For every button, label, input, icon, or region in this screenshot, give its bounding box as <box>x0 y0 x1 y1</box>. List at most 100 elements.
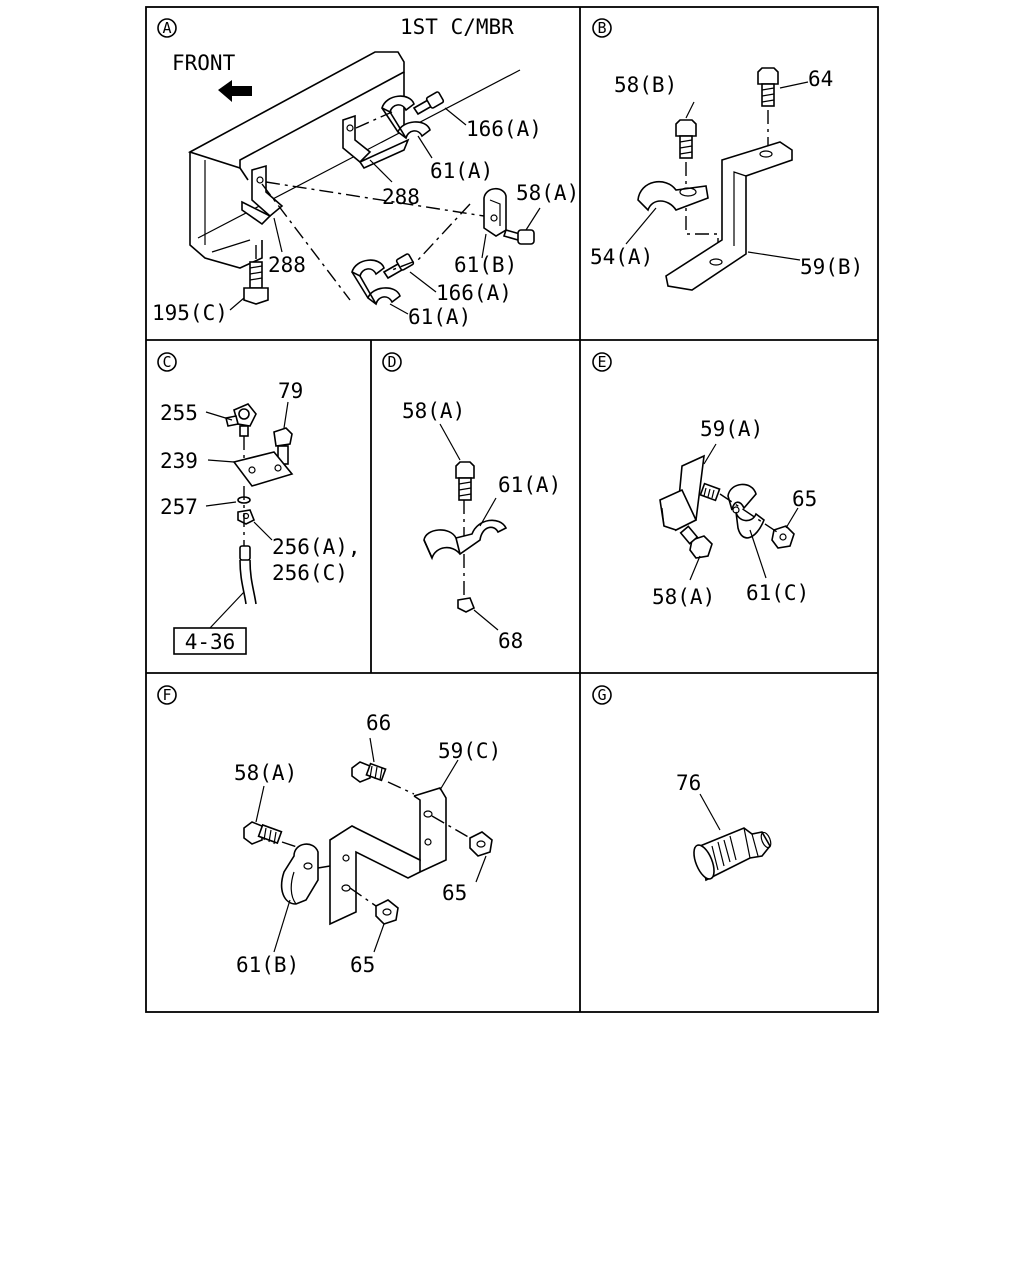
label-58b: 58(B) <box>614 73 677 97</box>
bolt-195c <box>243 261 269 305</box>
panel-c: C <box>157 352 361 655</box>
axis-e <box>719 493 781 535</box>
clip-61b <box>483 187 507 237</box>
leader-58a-e <box>689 555 701 581</box>
label-257: 257 <box>160 495 198 519</box>
label-64: 64 <box>808 67 833 91</box>
bracket-59a <box>659 454 705 532</box>
clip-61b-panel-f <box>280 843 319 905</box>
label-58a-a: 58(A) <box>516 181 579 205</box>
nut-65-f-lower <box>375 899 399 925</box>
axis-a-3 <box>391 203 471 271</box>
label-58a-f: 58(A) <box>234 761 297 785</box>
leader-58b <box>685 101 695 119</box>
leader-65-f-2 <box>373 923 385 953</box>
axis-61b-f <box>317 865 331 869</box>
leader-66 <box>369 737 375 763</box>
label-59b: 59(B) <box>800 255 863 279</box>
label-66: 66 <box>366 711 391 735</box>
label-79: 79 <box>278 379 303 403</box>
panel-a: A 1ST C/MBR FRONT <box>152 15 579 329</box>
axis-a-2 <box>265 181 485 217</box>
panel-a-letter: A <box>162 19 171 37</box>
leader-255 <box>205 411 233 421</box>
bolt-58a-panel-f <box>243 821 283 845</box>
bracket-59c <box>329 787 447 926</box>
bolt-58a-panel-e-lower <box>679 525 713 559</box>
label-61b-a: 61(B) <box>454 253 517 277</box>
hose-end <box>239 545 257 605</box>
clamp-61a-panel-d <box>423 519 508 561</box>
ref-box <box>173 627 247 655</box>
nut-256 <box>237 509 256 525</box>
leader-61a-d <box>479 497 497 527</box>
bracket-288-lower <box>241 164 284 226</box>
panel-c-letter: C <box>162 353 171 371</box>
fitting-76 <box>693 827 772 882</box>
axis-a-4 <box>355 111 393 129</box>
leader-58a-a <box>525 207 541 231</box>
label-288-2: 288 <box>268 253 306 277</box>
axis-65-f-1 <box>431 815 471 839</box>
leader-58a-f <box>255 785 265 823</box>
label-58a-d: 58(A) <box>402 399 465 423</box>
panel-d-marker <box>382 352 402 372</box>
panel-a-marker <box>157 18 177 38</box>
leader-64 <box>779 81 809 89</box>
leader-195c <box>229 297 245 311</box>
bracket-288-upper <box>342 114 410 170</box>
leader-59c <box>439 759 459 791</box>
clamp-54a <box>637 180 709 212</box>
bolt-58b <box>675 119 697 159</box>
leader-166a-1 <box>444 107 467 126</box>
panel-b: B 58(B) 64 54(A) 59(B) <box>590 18 863 291</box>
leader-61b-f <box>273 899 291 953</box>
axis-58a-f <box>281 841 301 849</box>
leader-4-36 <box>209 591 245 629</box>
bolt-66 <box>351 761 387 783</box>
leader-61c <box>749 529 767 579</box>
panel-c-marker <box>157 352 177 372</box>
panel-g-marker <box>592 685 612 705</box>
label-288-1: 288 <box>382 185 420 209</box>
label-239: 239 <box>160 449 198 473</box>
panel-f-marker <box>157 685 177 705</box>
panel-f: F <box>157 685 501 977</box>
label-166a-1: 166(A) <box>466 117 542 141</box>
front-arrow-icon <box>218 80 252 102</box>
leader-288-1 <box>369 159 393 183</box>
leader-65-e <box>785 507 799 529</box>
label-68: 68 <box>498 629 523 653</box>
leader-61b-a <box>481 233 487 259</box>
leader-288-2 <box>273 217 283 253</box>
label-256c: 256(C) <box>272 561 348 585</box>
label-61c: 61(C) <box>746 581 809 605</box>
panel-e-marker <box>592 352 612 372</box>
panel-b-marker <box>592 18 612 38</box>
label-256a: 256(A), <box>272 535 361 559</box>
label-65-f-2: 65 <box>350 953 375 977</box>
bolt-166a-upper <box>412 91 445 116</box>
nut-65-f-upper <box>469 831 493 857</box>
label-61b-f: 61(B) <box>236 953 299 977</box>
leader-76 <box>699 793 721 831</box>
label-61a-2: 61(A) <box>408 305 471 329</box>
plate-239 <box>232 451 294 487</box>
label-58a-e: 58(A) <box>652 585 715 609</box>
label-76: 76 <box>676 771 701 795</box>
nut-68 <box>457 597 476 613</box>
axis-a-1 <box>261 183 351 301</box>
label-166a-2: 166(A) <box>436 281 512 305</box>
fitting-255 <box>225 403 257 437</box>
panel-d: D 58(A) 61(A) 68 <box>382 352 561 653</box>
bolt-64 <box>757 67 779 107</box>
front-label: FRONT <box>172 51 236 75</box>
label-54a: 54(A) <box>590 245 653 269</box>
leader-61a-2 <box>389 303 409 315</box>
clip-61a-upper <box>381 95 431 140</box>
panel-e-letter: E <box>597 353 606 371</box>
panel-grid <box>145 6 879 1013</box>
leader-68 <box>473 609 499 631</box>
axis-65-f-2 <box>349 887 377 907</box>
